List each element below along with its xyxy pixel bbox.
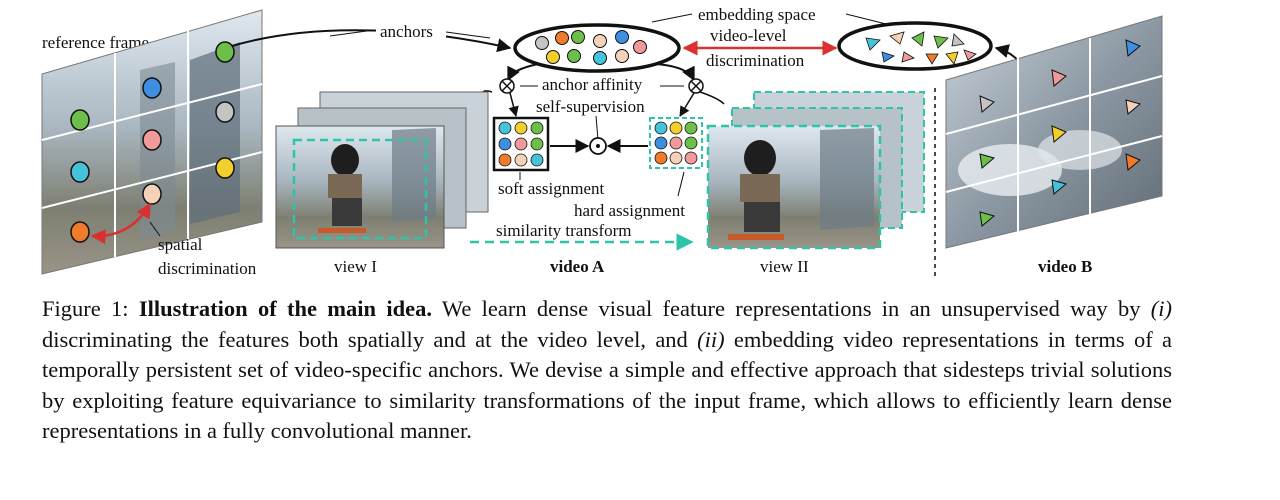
figure-illustration: reference frame spatial discrimination a… bbox=[41, 5, 1163, 278]
caption-text-2: discriminating the features both spatial… bbox=[42, 326, 698, 352]
odot-icon bbox=[589, 137, 607, 155]
video-level-label: video-level bbox=[710, 26, 787, 45]
video-b-embedding-ellipse bbox=[837, 21, 993, 71]
reference-frame-label: reference frame bbox=[42, 33, 149, 52]
anchors-label: anchors bbox=[380, 22, 433, 41]
discrimination-label: discrimination bbox=[706, 51, 805, 70]
caption-text-1: We learn dense visual feature representa… bbox=[432, 296, 1151, 321]
ref-dot-cyan bbox=[70, 161, 90, 183]
ref-dot-orange bbox=[70, 221, 90, 243]
video-a-label: video A bbox=[550, 257, 605, 276]
caption-marker-ii: (ii) bbox=[697, 326, 725, 352]
ref-dot-pink bbox=[142, 129, 162, 151]
ref-dot-green-left bbox=[70, 109, 90, 131]
reference-frame bbox=[41, 9, 263, 275]
view-1-frames bbox=[275, 91, 489, 249]
b-tri-yellow bbox=[1051, 125, 1067, 143]
spatial-discrimination-label: discrimination bbox=[158, 259, 257, 278]
view-2-label: view II bbox=[760, 257, 809, 276]
b-tri-blue-top bbox=[1125, 39, 1141, 57]
caption-marker-i: (i) bbox=[1150, 296, 1173, 321]
ref-dot-yellow bbox=[215, 157, 235, 179]
soft-assignment-grid bbox=[492, 116, 550, 172]
b-tri-green-mid bbox=[979, 153, 996, 169]
ref-dot-blue bbox=[142, 77, 162, 99]
anchor-embedding-ellipse bbox=[513, 23, 681, 73]
hard-assignment-label: hard assignment bbox=[574, 201, 685, 220]
video-b-label: video B bbox=[1038, 257, 1092, 276]
caption-prefix: Figure 1: bbox=[42, 296, 129, 321]
figure-caption: Figure 1: Illustration of the main idea.… bbox=[42, 294, 1172, 447]
ref-dot-gray bbox=[215, 101, 235, 123]
caption-title: Illustration of the main idea. bbox=[138, 296, 432, 321]
view-2-frames bbox=[706, 91, 925, 250]
b-tri-green-bottom bbox=[979, 211, 996, 227]
soft-assignment-label: soft assignment bbox=[498, 179, 605, 198]
anchor-affinity-label: anchor affinity bbox=[542, 75, 643, 94]
b-tri-orange bbox=[1125, 153, 1141, 171]
b-tri-peach bbox=[1125, 99, 1142, 115]
b-tri-pink bbox=[1051, 69, 1067, 87]
b-tri-gray bbox=[979, 95, 995, 113]
video-b-frame bbox=[945, 15, 1163, 249]
self-supervision-label: self-supervision bbox=[536, 97, 645, 116]
caption-text-3: embedding video representations in terms… bbox=[42, 326, 1172, 444]
b-tri-cyan bbox=[1051, 179, 1068, 195]
ref-dot-green-top bbox=[215, 41, 235, 63]
otimes-left-icon bbox=[499, 78, 515, 94]
anchors-arrow bbox=[231, 29, 512, 53]
hard-assignment-grid bbox=[649, 117, 703, 169]
otimes-right-icon bbox=[688, 78, 704, 94]
ref-dot-peach bbox=[142, 183, 162, 205]
embedding-space-label: embedding space bbox=[698, 5, 816, 24]
spatial-label: spatial bbox=[158, 235, 203, 254]
similarity-transform-label: similarity transform bbox=[496, 221, 632, 240]
view-1-label: view I bbox=[334, 257, 377, 276]
spatial-discrimination-arrow bbox=[90, 202, 152, 245]
